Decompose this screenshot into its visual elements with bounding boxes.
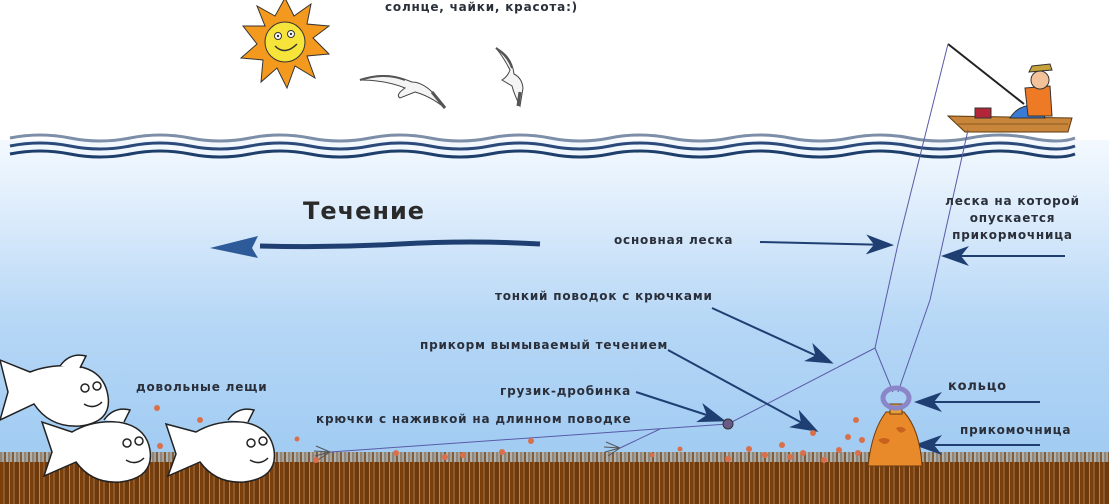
feeder-line-label-line-2: опускается bbox=[969, 211, 1056, 225]
main-line-label: основная леска bbox=[614, 233, 734, 247]
feeder-line-label-line-3: прикормочница bbox=[952, 228, 1073, 242]
ring-label: кольцо bbox=[948, 379, 1007, 394]
seagull-icon bbox=[359, 75, 447, 109]
sun-icon bbox=[239, 0, 331, 90]
bream-fish bbox=[0, 354, 110, 427]
happy-bream-label: довольные лещи bbox=[136, 380, 268, 394]
ring bbox=[880, 385, 912, 411]
current-label: Течение bbox=[303, 197, 426, 225]
hooks-label: крючки с наживкой на длинном поводке bbox=[316, 412, 632, 426]
feeder-label: прикомочница bbox=[960, 423, 1072, 437]
feeder-line-label: леска на которой опускается прикормочниц… bbox=[940, 193, 1085, 244]
sinker-label: грузик-дробинка bbox=[500, 384, 632, 398]
waves bbox=[9, 133, 1076, 159]
current-arrow bbox=[259, 239, 541, 250]
fisherman-in-boat bbox=[897, 43, 1073, 301]
sinker bbox=[722, 418, 734, 430]
thin-leader-label: тонкий поводок с крючками bbox=[495, 289, 713, 303]
bream-fish bbox=[40, 408, 152, 483]
water bbox=[0, 140, 1109, 470]
hooks bbox=[313, 441, 621, 461]
seagull-icon bbox=[495, 47, 524, 108]
feeder-line-label-line-1: леска на которой bbox=[945, 194, 1080, 208]
annotation-arrows bbox=[635, 234, 1065, 455]
bait-washed-label: прикорм вымываемый течением bbox=[420, 338, 669, 352]
header-caption: солнце, чайки, красота:) bbox=[385, 0, 578, 14]
bait-particles bbox=[154, 405, 865, 463]
rig-lines bbox=[329, 243, 931, 453]
current-arrowhead bbox=[210, 236, 258, 258]
sky bbox=[0, 0, 1109, 140]
feeder-bag bbox=[867, 403, 923, 467]
bream-fish bbox=[164, 408, 276, 483]
